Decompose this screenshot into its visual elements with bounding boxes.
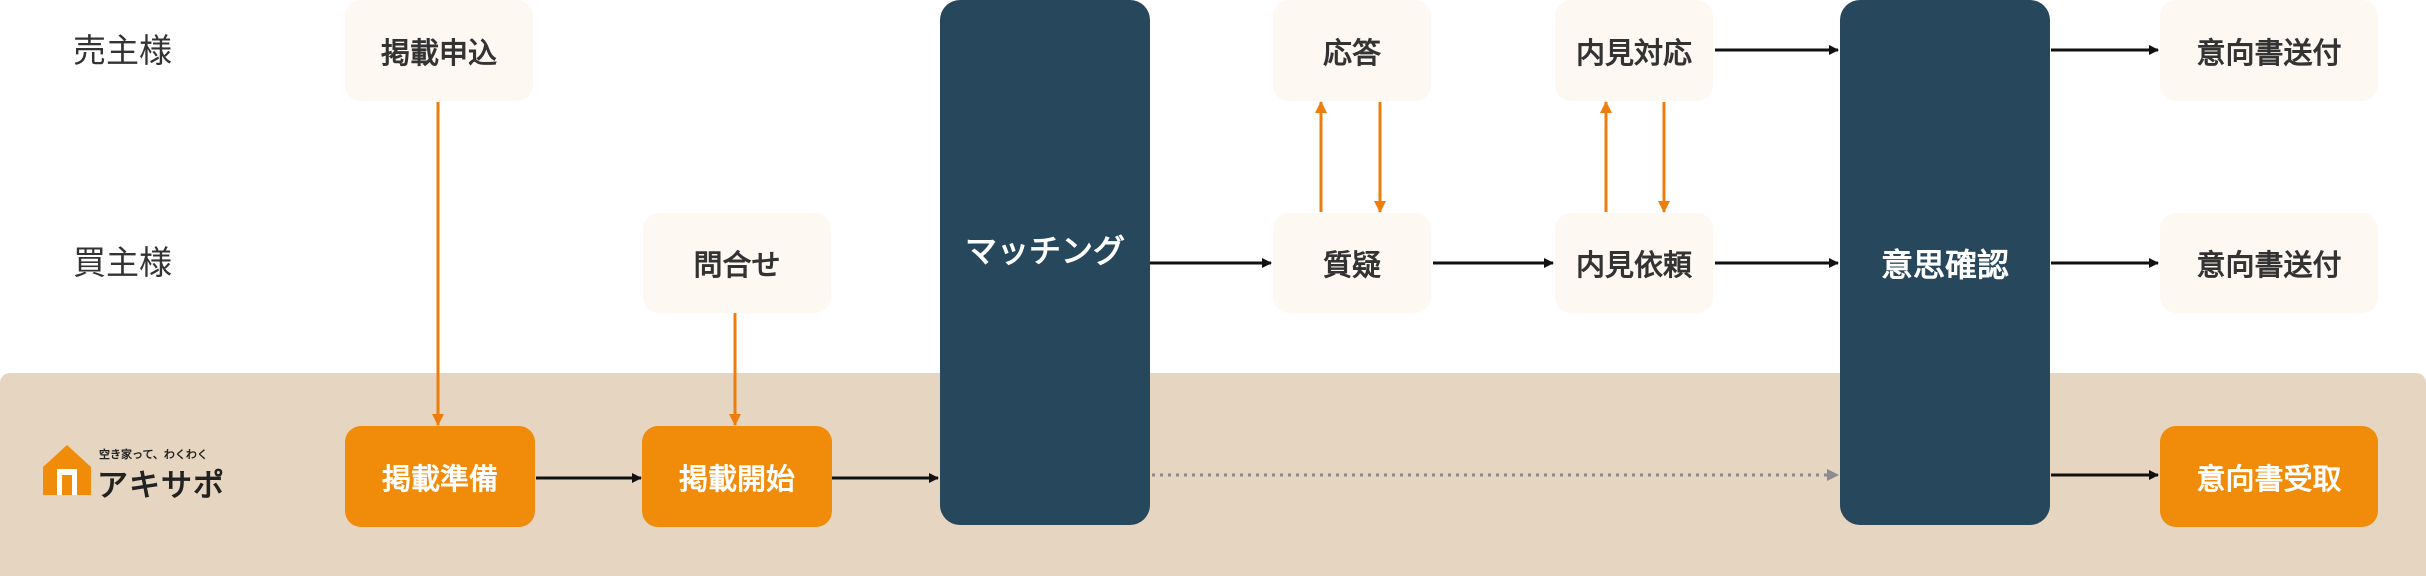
step-intent-confirmation: 意思確認 bbox=[1840, 0, 2050, 525]
logo-name: アキサポ bbox=[97, 468, 225, 504]
step-answer: 応答 bbox=[1273, 0, 1431, 101]
step-listing-application: 掲載申込 bbox=[345, 0, 533, 101]
step-viewing-response: 内見対応 bbox=[1555, 0, 1713, 101]
step-matching: マッチング bbox=[940, 0, 1150, 525]
step-viewing-request: 内見依頼 bbox=[1555, 213, 1713, 313]
step-seller-send-letter: 意向書送付 bbox=[2160, 0, 2378, 101]
step-receive-letter: 意向書受取 bbox=[2160, 426, 2378, 527]
step-question: 質疑 bbox=[1273, 213, 1431, 313]
akisapo-logo: 空き家って、わくわく アキサポ bbox=[41, 443, 231, 504]
house-logo-icon bbox=[43, 445, 91, 495]
lane-label-seller: 売主様 bbox=[73, 31, 172, 70]
step-buyer-send-letter: 意向書送付 bbox=[2160, 213, 2378, 313]
logo-tagline: 空き家って、わくわく bbox=[99, 448, 208, 461]
step-inquiry: 問合せ bbox=[643, 213, 831, 313]
step-listing-preparation: 掲載準備 bbox=[345, 426, 535, 527]
step-listing-start: 掲載開始 bbox=[642, 426, 832, 527]
lane-label-buyer: 買主様 bbox=[73, 243, 172, 282]
intent-confirmation-label: 意思確認 bbox=[1880, 246, 2009, 284]
